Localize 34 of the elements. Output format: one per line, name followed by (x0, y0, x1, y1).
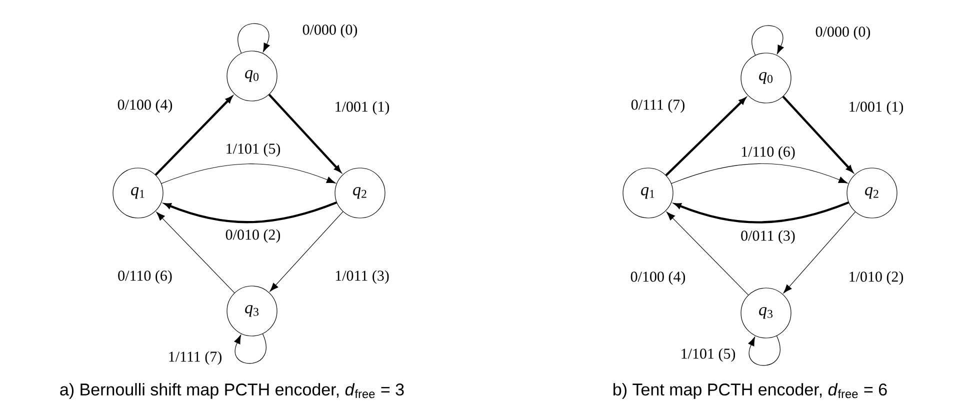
edge-label: 1/011 (3) (334, 269, 390, 285)
edge-label: 1/001 (1) (333, 100, 391, 116)
arrow (752, 25, 784, 56)
edge-label: 0/100 (4) (116, 98, 174, 114)
edge-label: 0/111 (7) (630, 98, 686, 114)
arrow (164, 201, 337, 224)
arrow (156, 212, 235, 294)
arrow (238, 23, 270, 54)
arrow (154, 96, 232, 176)
edge-label: 1/111 (7) (166, 350, 224, 366)
edge-label: 1/110 (6) (740, 145, 796, 161)
edge-label: 0/100 (4) (629, 270, 687, 286)
arrow (748, 336, 780, 366)
arrow (666, 212, 749, 296)
edge-label: 0/000 (0) (301, 23, 359, 39)
caption: a) Bernoulli shift map PCTH encoder, d$_{free}$ = 3 (60, 383, 404, 399)
edge-label: 1/010 (2) (847, 270, 905, 286)
arrow (268, 94, 341, 172)
arrow (671, 163, 848, 184)
arrow (270, 211, 344, 292)
edge-label: 0/010 (2) (224, 228, 282, 244)
edge-label: 1/001 (1) (847, 100, 905, 116)
edge-label: 0/110 (6) (116, 269, 174, 285)
arrow (674, 201, 849, 224)
arrow (783, 212, 856, 294)
edge-label: 0/000 (0) (814, 25, 872, 41)
arrow (782, 96, 853, 172)
arrow (161, 164, 336, 184)
edge-label: 1/101 (5) (224, 142, 282, 158)
edge-label: 0/011 (3) (740, 229, 796, 245)
edge-label: 1/101 (5) (679, 347, 737, 363)
arrow (665, 98, 746, 176)
arrow (234, 334, 266, 364)
caption: b) Tent map PCTH encoder, d$_{free}$ = 6 (614, 383, 887, 399)
